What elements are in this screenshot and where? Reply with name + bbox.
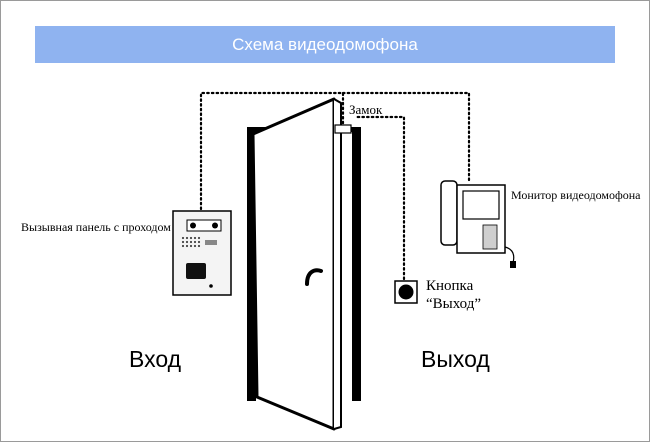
monitor-cable [504,246,515,264]
diagram-title: Схема видеодомофона [35,26,615,63]
monitor-handset [440,180,458,246]
call-button-icon [209,284,213,288]
entrance-label: Вход [129,346,182,372]
monitor [440,180,516,268]
call-panel [172,210,232,296]
door [247,97,361,431]
lock-block [334,124,352,134]
camera-lens-icon [190,222,196,229]
exit-button-icon [398,284,414,300]
call-panel-camera [186,219,222,232]
wire-panel-to-lock [199,91,345,211]
wire-button-to-lock [355,115,406,281]
door-frame-left [247,129,256,401]
wire-lock-to-monitor [341,91,471,185]
monitor-label: Монитор видеодомофона [511,188,641,202]
camera-lens-icon-2 [212,222,218,229]
wiring [199,91,471,281]
exit-button-label-line1: Кнопка [426,278,474,294]
call-panel-label: Вызывная панель с проходом [21,220,171,234]
door-handle [305,268,323,286]
exit-button-label-line2: “Выход” [426,296,481,312]
speaker-grille-icon [181,236,201,248]
door-frame-right [352,129,361,401]
monitor-controls [482,224,498,250]
power-plug-icon [510,261,516,268]
exit-label: Выход [421,346,490,372]
door-edge [333,98,342,430]
exit-button [394,280,418,304]
key-reader-icon [186,263,206,279]
monitor-screen [462,190,500,220]
lock-label: Замок [349,102,383,117]
panel-logo-icon [205,240,217,245]
door-leaf [251,97,336,431]
